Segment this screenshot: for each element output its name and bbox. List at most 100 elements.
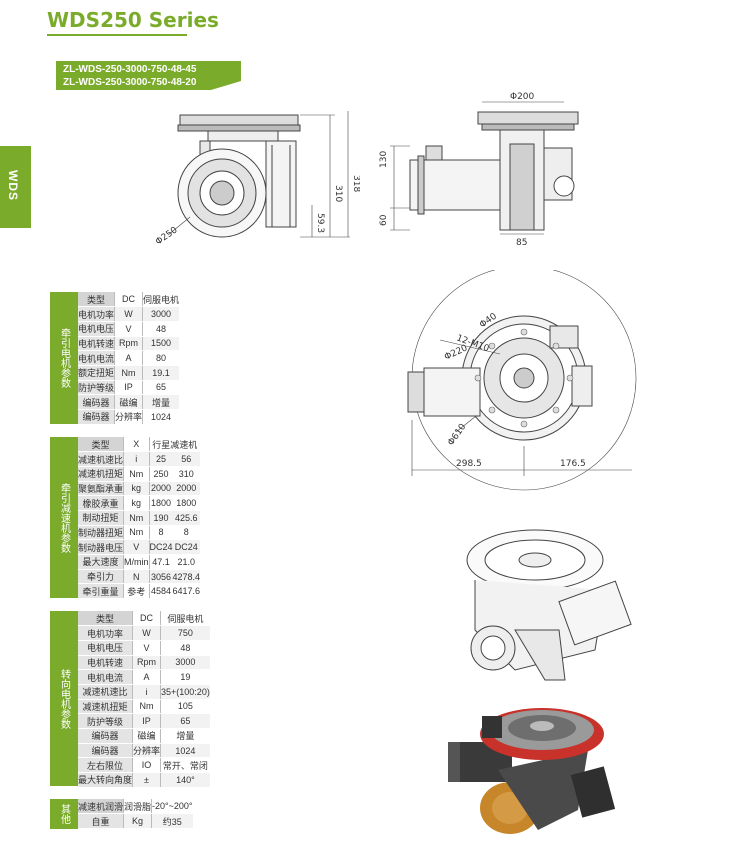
table-cell: 磁编 (114, 394, 144, 410)
series-title: WDS250 Series (47, 8, 219, 32)
table-cell: kg (123, 481, 150, 497)
table-cell: 制动器扭矩 (78, 525, 124, 541)
table-cell: Nm (123, 466, 150, 482)
table-cell: 自重 (78, 813, 124, 829)
table-cell: 21.0 (172, 554, 201, 570)
table-cell: 电机电压 (78, 321, 115, 337)
table-cell: 牵引重量 (78, 583, 124, 600)
table-cell: -20°~200° (151, 799, 193, 815)
table-cell: 最大速度 (78, 554, 124, 570)
table-cell: 减速机扭矩 (78, 466, 124, 482)
table-cell: IO (132, 757, 162, 774)
table-cell: IP (114, 380, 144, 396)
table-row: 编码器磁编增量 (78, 728, 210, 744)
model-box-corner (211, 81, 241, 90)
dim-wheel-dia: Φ250 (154, 225, 180, 247)
table-cell: 190 (149, 510, 173, 526)
table-cell: V (123, 539, 150, 555)
table-cell: 6417.6 (172, 583, 201, 600)
table-cell: 减速机扭矩 (78, 699, 133, 715)
table-cell: 电机电流 (78, 669, 133, 685)
model-list: ZL-WDS-250-3000-750-48-45 ZL-WDS-250-300… (56, 61, 241, 90)
table-cell: 聚氨酯承重 (78, 481, 124, 497)
table-cell: Nm (123, 510, 150, 526)
table-cell: 减速机速比 (78, 684, 133, 700)
table-cell: 48 (142, 321, 180, 337)
table-cell: 140° (160, 772, 210, 788)
table-cell: 增量 (142, 394, 180, 410)
table-cell: N (123, 569, 150, 585)
table-cell: 橡胶承重 (78, 495, 124, 511)
other-label: 其他 (50, 799, 78, 829)
table-cell: 电机功率 (78, 625, 133, 641)
table-cell: 56 (172, 451, 201, 467)
table-cell: 分辨率 (114, 409, 144, 425)
table-cell: 3056 (149, 569, 173, 585)
table-cell: 类型 (78, 292, 115, 308)
table-cell: Rpm (132, 655, 162, 671)
table-cell: 25 (149, 451, 173, 467)
dim-offset: 59.3 (315, 213, 325, 233)
table-cell: 编码器 (78, 728, 133, 744)
table-cell: A (132, 669, 162, 685)
top-view-drawing: 12-M10 Φ40 Φ220 Φ610 298.5 176.5 (407, 270, 637, 491)
dim-height-130: 130 (379, 151, 389, 168)
table-cell: 19 (160, 669, 210, 685)
table-cell: 105 (160, 699, 210, 715)
table-cell: 750 (160, 625, 210, 641)
table-cell: 1800 (149, 495, 173, 511)
dim-height-310: 310 (333, 185, 343, 202)
dim-height-318: 318 (351, 175, 360, 192)
table-cell: ± (132, 772, 162, 788)
table-cell: 1800 (172, 495, 201, 511)
table-cell: DC24 (149, 539, 173, 555)
table-cell: 编码器 (78, 743, 133, 759)
table-cell: 牵引力 (78, 569, 124, 585)
table-cell: 19.1 (142, 365, 180, 381)
table-cell: 8 (149, 525, 173, 541)
table-cell: W (132, 625, 162, 641)
table-cell: Rpm (114, 336, 144, 352)
table-cell: 润滑脂 (123, 799, 153, 815)
table-cell: 3000 (160, 655, 210, 671)
table-cell: i (123, 451, 150, 467)
table-cell: 1024 (142, 409, 180, 425)
table-cell: 电机功率 (78, 306, 115, 322)
side-tab: WDS (0, 146, 31, 228)
table-cell: 左右限位 (78, 757, 133, 774)
table-cell: 约35 (151, 813, 193, 829)
side-view-drawing: Φ200 130 60 85 (379, 92, 579, 248)
table-cell: 4584 (149, 583, 173, 600)
table-cell: 250 (149, 466, 173, 482)
table-cell: 2000 (172, 481, 201, 497)
table-cell: Kg (123, 813, 153, 829)
table-cell: 伺服电机 (160, 611, 210, 627)
table-cell: 增量 (160, 728, 210, 744)
table-cell: kg (123, 495, 150, 511)
table-cell: 制动扭矩 (78, 510, 124, 526)
table-cell: 65 (142, 380, 180, 396)
model-name: ZL-WDS-250-3000-750-48-45 (63, 64, 197, 75)
side-tab-label: WDS (6, 170, 20, 201)
